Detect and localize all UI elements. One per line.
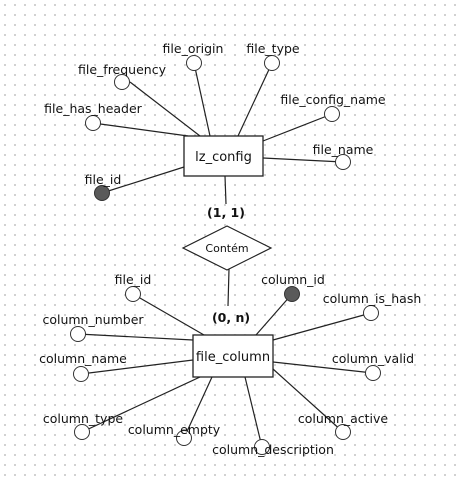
attribute-column-name[interactable]: column_name <box>39 351 127 382</box>
connector-file-origin <box>193 62 211 137</box>
attribute-column-number-label: column_number <box>42 312 144 327</box>
attribute-column-name-label: column_name <box>39 351 127 366</box>
attribute-file-frequency-label: file_frequency <box>78 62 167 77</box>
attribute-file-config-name-label: file_config_name <box>280 92 386 107</box>
attribute-file-name-label: file_name <box>313 142 374 157</box>
connector-column-empty <box>183 376 213 439</box>
connector-column-name <box>80 359 194 375</box>
attribute-fc-file-id-label: file_id <box>115 272 152 287</box>
connector-column-is-hash <box>272 312 372 341</box>
attribute-file-type-label: file_type <box>246 41 300 56</box>
attribute-column-valid-label: column_valid <box>332 351 414 366</box>
attribute-column-type[interactable]: column_type <box>43 411 123 440</box>
connector-fc-file-id <box>132 293 205 336</box>
attribute-column-is-hash-label: column_is_hash <box>323 291 422 306</box>
attribute-file-has-header[interactable]: file_has_header <box>44 101 143 131</box>
connector-relationship-to-file-column <box>227 268 230 307</box>
entity-file-column[interactable]: file_column <box>192 334 274 378</box>
attribute-file-name[interactable]: file_name <box>313 142 374 170</box>
connector-column-number <box>77 333 194 341</box>
attribute-file-config-name[interactable]: file_config_name <box>280 92 386 122</box>
attribute-column-type-label: column_type <box>43 411 123 426</box>
attribute-file-has-header-label: file_has_header <box>44 101 143 116</box>
connector-column-description <box>244 376 263 448</box>
attribute-column-id[interactable]: column_id <box>261 272 325 302</box>
attribute-column-empty-label: column_empty <box>128 422 221 437</box>
attribute-file-type[interactable]: file_type <box>246 41 300 71</box>
attribute-column-number[interactable]: column_number <box>42 312 144 342</box>
attribute-column-description-label: column_description <box>212 442 334 457</box>
attribute-file-frequency[interactable]: file_frequency <box>78 62 167 90</box>
attribute-file-origin-label: file_origin <box>163 41 224 56</box>
connector-lines <box>77 62 374 448</box>
attribute-column-empty[interactable]: column_empty <box>128 422 221 446</box>
entity-lz-config[interactable]: lz_config <box>183 135 264 177</box>
attribute-fc-file-id[interactable]: file_id <box>115 272 152 302</box>
connector-column-id <box>255 293 293 336</box>
attribute-lz-file-id[interactable]: file_id <box>85 172 122 201</box>
attribute-column-active-label: column_active <box>298 411 389 426</box>
cardinality-top: (1, 1) <box>207 205 245 220</box>
connector-column-active <box>272 368 344 433</box>
relationship-contem[interactable]: Contém <box>181 225 273 271</box>
attribute-column-description[interactable]: column_description <box>212 439 334 458</box>
attribute-column-active[interactable]: column_active <box>298 411 389 440</box>
attribute-column-id-label: column_id <box>261 272 325 287</box>
attribute-lz-file-id-label: file_id <box>85 172 122 187</box>
relationship-label: Contém <box>205 242 248 255</box>
attribute-column-valid[interactable]: column_valid <box>332 351 414 381</box>
attribute-file-origin[interactable]: file_origin <box>163 41 224 71</box>
connector-lz-file-id <box>101 166 185 194</box>
attribute-column-is-hash[interactable]: column_is_hash <box>323 291 422 321</box>
connector-file-has-header <box>92 122 189 137</box>
connector-file-type <box>237 62 273 137</box>
entity-file-column-label: file_column <box>196 350 270 365</box>
connector-file-config-name <box>262 113 333 142</box>
connector-file-name <box>262 157 344 163</box>
connector-file-frequency <box>129 81 201 137</box>
connector-lz-config-to-relationship <box>224 175 227 205</box>
cardinality-bottom: (0, n) <box>212 310 250 325</box>
connector-column-type <box>81 376 201 433</box>
connector-column-valid <box>272 361 374 374</box>
entity-lz-config-label: lz_config <box>195 150 252 165</box>
